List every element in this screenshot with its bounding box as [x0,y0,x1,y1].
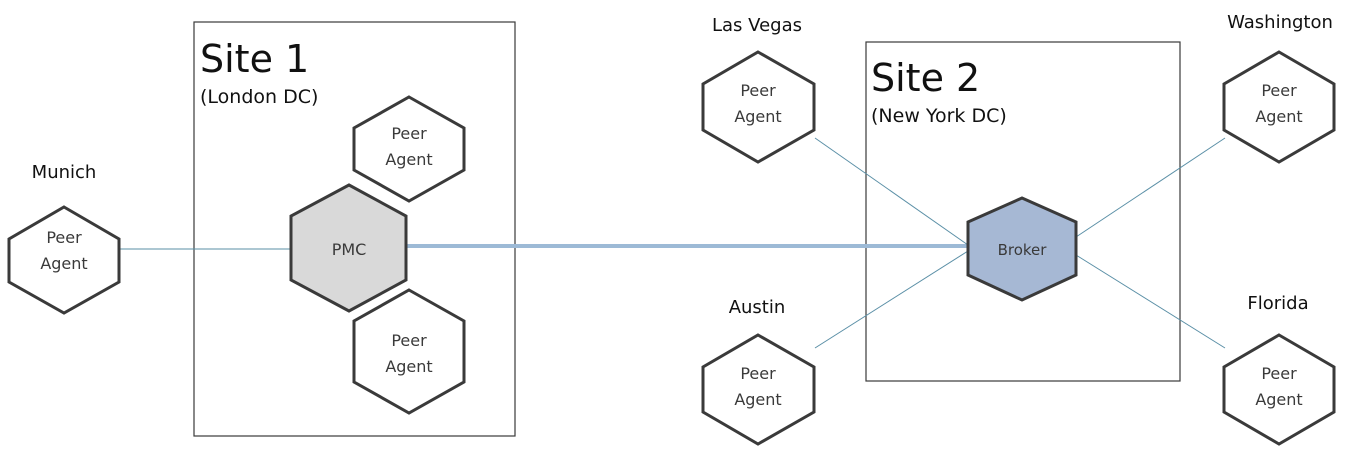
location-label-washington: Washington [1227,12,1333,33]
site-2-subtitle: (New York DC) [871,105,1007,127]
peer-agent-florida-line2: Agent [1255,390,1302,409]
pmc-icon [289,183,408,313]
peer-agent-washington-icon [1222,50,1336,164]
peer-agent-las-vegas-icon [701,50,816,164]
peer-agent-site1-top-line2: Agent [385,150,432,169]
link-austin-broker [814,250,969,349]
peer-agent-washington-line2: Agent [1255,107,1302,126]
peer-agent-site1-top-icon [352,95,466,203]
peer-agent-washington-line1: Peer [1261,81,1297,100]
broker-label: Broker [998,241,1048,259]
peer-agent-site1-bottom-line1: Peer [391,331,427,350]
peer-agent-las-vegas-line2: Agent [734,107,781,126]
peer-agent-site1-top-line1: Peer [391,124,427,143]
peer-agent-munich-line2: Agent [40,254,87,273]
peer-agent-munich-icon [7,205,121,315]
link-broker-florida [1075,254,1226,349]
peer-agent-las-vegas-line1: Peer [740,81,776,100]
peer-agent-austin-icon [701,333,816,446]
peer-agent-munich-line1: Peer [46,228,82,247]
location-label-munich: Munich [32,162,97,183]
peer-agent-site1-bottom-line2: Agent [385,357,432,376]
site-2-title: Site 2 [871,56,980,100]
pmc-label: PMC [332,240,367,259]
link-broker-washington [1075,137,1226,238]
peer-agent-florida-icon [1222,333,1336,446]
peer-agent-austin-line1: Peer [740,364,776,383]
peer-agent-site1-bottom-icon [352,288,466,415]
site-1-subtitle: (London DC) [200,86,318,108]
peer-agent-florida-line1: Peer [1261,364,1297,383]
link-lasvegas-broker [814,137,969,246]
peer-agent-austin-line2: Agent [734,390,781,409]
location-label-florida: Florida [1247,293,1308,314]
location-label-austin: Austin [729,297,786,318]
location-label-las-vegas: Las Vegas [712,15,802,36]
site-1-title: Site 1 [200,37,309,81]
broker-icon [966,196,1078,302]
